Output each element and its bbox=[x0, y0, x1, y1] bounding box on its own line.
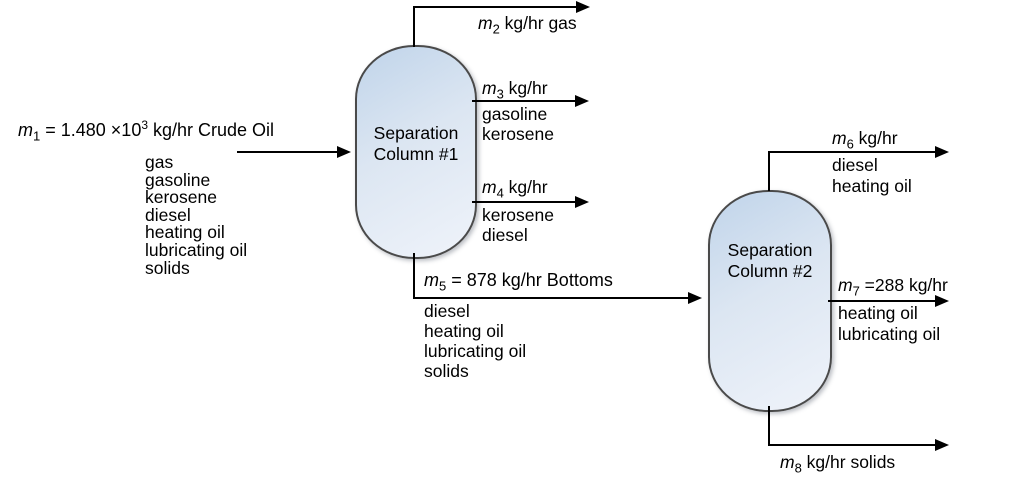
column-1-label: Separation Column #1 bbox=[357, 123, 475, 165]
m8-var: m bbox=[780, 452, 795, 472]
stream-m7-label: m7 =288 kg/hr bbox=[838, 275, 948, 299]
arrowhead-icon bbox=[935, 146, 949, 158]
arrowhead-icon bbox=[575, 196, 589, 208]
feed-exponent: 3 bbox=[141, 118, 149, 132]
stream-m6-label: m6 kg/hr bbox=[832, 128, 898, 152]
m3-units: kg/hr bbox=[503, 78, 548, 98]
m8-units: kg/hr solids bbox=[801, 452, 896, 472]
feed-component: solids bbox=[145, 257, 190, 278]
stream-m3-components: gasoline kerosene bbox=[482, 104, 554, 144]
stream-m6-components: diesel heating oil bbox=[832, 155, 912, 197]
m2-sub: 2 bbox=[492, 21, 500, 37]
feed-component: lubricating oil bbox=[145, 239, 248, 260]
arrowhead-icon bbox=[935, 295, 949, 307]
m6-var: m bbox=[832, 128, 847, 148]
column-1-label-line1: Separation bbox=[373, 123, 459, 143]
stream-m6-line-vertical bbox=[768, 151, 770, 191]
m5-sub: 5 bbox=[439, 278, 447, 294]
m8-sub: 8 bbox=[794, 460, 802, 476]
separation-column-2: Separation Column #2 bbox=[708, 190, 832, 412]
stream-m8-line-vertical bbox=[768, 406, 770, 446]
m3-component: gasoline bbox=[482, 104, 548, 124]
m5-var: m bbox=[424, 270, 439, 290]
m5-component: lubricating oil bbox=[424, 341, 527, 361]
arrowhead-icon bbox=[575, 95, 589, 107]
stream-m2-line bbox=[413, 6, 576, 8]
m2-var: m bbox=[478, 13, 493, 33]
m5-component: heating oil bbox=[424, 321, 504, 341]
m4-var: m bbox=[482, 177, 497, 197]
m5-component: solids bbox=[424, 361, 469, 381]
m3-sub: 3 bbox=[496, 86, 504, 102]
stream-m7-components: heating oil lubricating oil bbox=[838, 303, 940, 345]
arrowhead-icon bbox=[935, 439, 949, 451]
m3-var: m bbox=[482, 78, 497, 98]
arrowhead-icon bbox=[688, 292, 702, 304]
m7-component: lubricating oil bbox=[838, 324, 941, 344]
feed-component: gasoline bbox=[145, 169, 211, 190]
m4-sub: 4 bbox=[496, 185, 504, 201]
m5-value-units: = 878 kg/hr Bottoms bbox=[446, 270, 613, 290]
feed-sub: 1 bbox=[33, 128, 41, 144]
column-1-label-line2: Column #1 bbox=[373, 144, 459, 164]
stream-m5-components: diesel heating oil lubricating oil solid… bbox=[424, 301, 526, 381]
column-2-label: Separation Column #2 bbox=[710, 240, 830, 282]
m6-units: kg/hr bbox=[853, 128, 898, 148]
stream-m4-components: kerosene diesel bbox=[482, 205, 554, 245]
stream-m6-line bbox=[768, 151, 935, 153]
stream-m3-line bbox=[472, 100, 575, 102]
m7-component: heating oil bbox=[838, 303, 918, 323]
stream-m4-line bbox=[472, 201, 575, 203]
stream-m8-line bbox=[768, 444, 935, 446]
feed-component: gas bbox=[145, 152, 174, 172]
separation-column-1: Separation Column #1 bbox=[355, 45, 477, 259]
column-2-label-line1: Separation bbox=[727, 240, 813, 260]
m2-units: kg/hr gas bbox=[499, 13, 577, 33]
m7-sub: 7 bbox=[852, 283, 860, 299]
stream-m7-line bbox=[828, 300, 935, 302]
feed-component: heating oil bbox=[145, 222, 225, 243]
feed-var: m bbox=[18, 120, 33, 140]
m3-component: kerosene bbox=[482, 124, 554, 144]
feed-component: diesel bbox=[145, 204, 191, 225]
m6-component: diesel bbox=[832, 155, 878, 175]
m7-value-units: =288 kg/hr bbox=[859, 275, 948, 295]
stream-m5-label: m5 = 878 kg/hr Bottoms bbox=[424, 270, 613, 294]
stream-m2-line-vertical bbox=[413, 6, 415, 47]
feed-stream-label: m1 = 1.480 ×103 kg/hr Crude Oil bbox=[18, 118, 275, 144]
feed-components-list: gas gasoline kerosene diesel heating oil… bbox=[145, 152, 248, 278]
arrowhead-icon bbox=[576, 1, 590, 13]
column-2-label-line2: Column #2 bbox=[727, 261, 813, 281]
stream-m2-label: m2 kg/hr gas bbox=[478, 13, 577, 37]
feed-component: kerosene bbox=[145, 187, 217, 208]
stream-m3-label: m3 kg/hr bbox=[482, 78, 548, 102]
m5-component: diesel bbox=[424, 301, 470, 321]
m7-var: m bbox=[838, 275, 853, 295]
stream-m5-line bbox=[413, 297, 688, 299]
feed-line bbox=[237, 151, 337, 153]
m6-sub: 6 bbox=[846, 136, 854, 152]
stream-m8-label: m8 kg/hr solids bbox=[780, 452, 896, 476]
arrowhead-icon bbox=[337, 146, 351, 158]
m4-component: kerosene bbox=[482, 205, 554, 225]
m6-component: heating oil bbox=[832, 176, 912, 196]
m4-component: diesel bbox=[482, 225, 528, 245]
feed-value: = 1.480 ×10 bbox=[40, 120, 142, 140]
stream-m5-line-vertical bbox=[413, 253, 415, 298]
feed-units: kg/hr Crude Oil bbox=[148, 120, 275, 140]
stream-m4-label: m4 kg/hr bbox=[482, 177, 548, 201]
m4-units: kg/hr bbox=[503, 177, 548, 197]
